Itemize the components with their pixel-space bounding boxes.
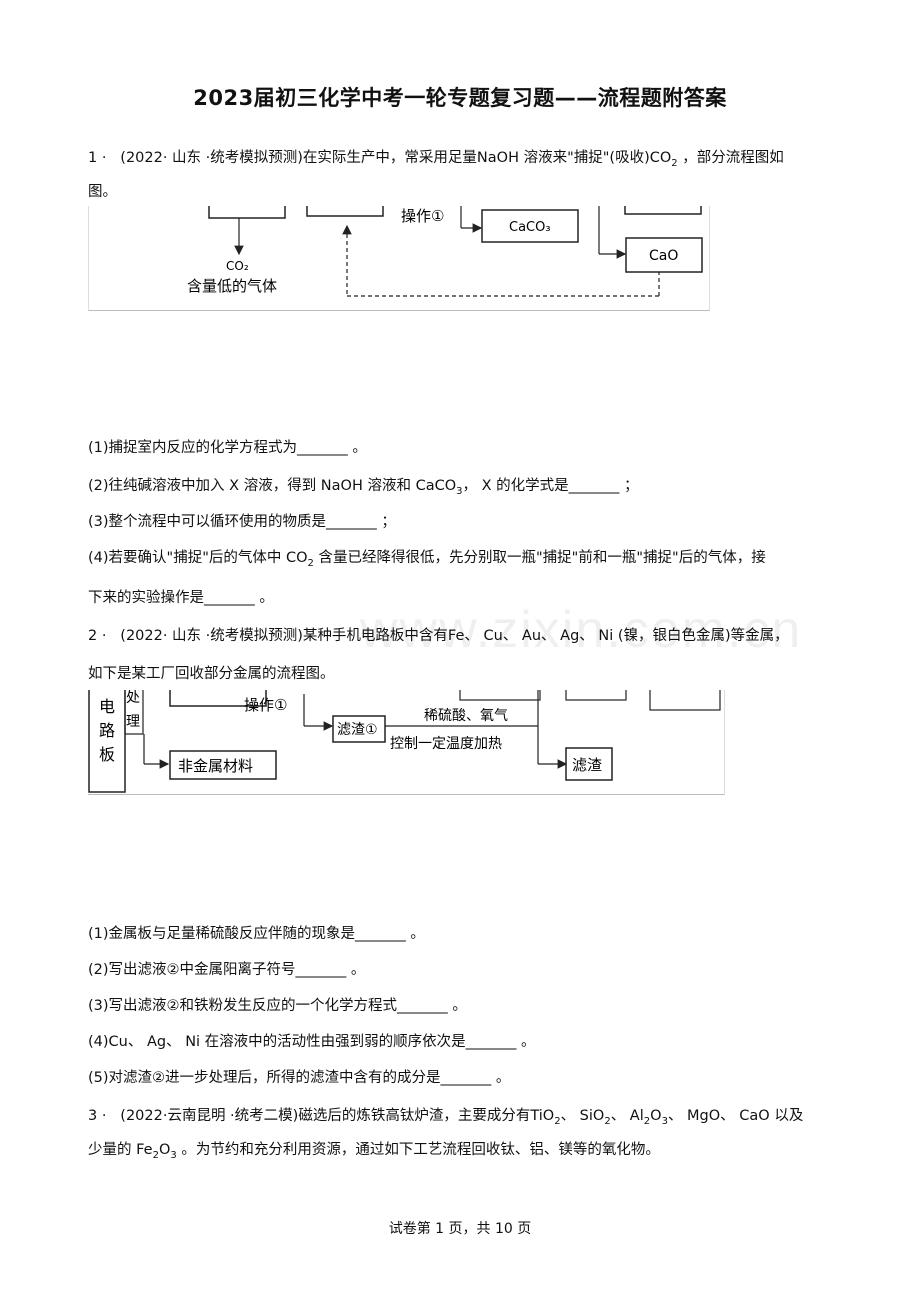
q2-sub5: (5)对滤渣②进一步处理后，所得的滤渣中含有的成分是_______ 。 xyxy=(88,1070,511,1086)
co2-label: CO₂ xyxy=(226,259,249,273)
solid-box xyxy=(649,690,721,711)
text: 、 SiO xyxy=(560,1108,605,1124)
residue-1-label: 滤渣① xyxy=(337,722,378,738)
subscript: 2 xyxy=(671,157,678,169)
text: O xyxy=(158,1142,171,1158)
text: 。为节约和充分利用资源，通过如下工艺流程回收钛、铝、镁等的氧化物。 xyxy=(176,1142,660,1158)
residue-1-box xyxy=(332,715,386,743)
q1-sub3: (3)整个流程中可以循环使用的物质是_______ ； xyxy=(88,514,396,530)
capture-chamber-box xyxy=(208,206,286,219)
text: (2)往纯碱溶液中加入 X 溶液，得到 NaOH 溶液和 CaCO xyxy=(88,478,457,494)
subscript: 2 xyxy=(643,1115,651,1127)
process-box xyxy=(124,690,144,735)
reagent-label: 稀硫酸、氧气 xyxy=(424,708,508,724)
text: 、 Al xyxy=(610,1108,644,1124)
metal-plate-box xyxy=(169,690,267,707)
watermark: www.zixin.com.cn xyxy=(360,601,803,659)
stem-text: (2022· 山东 ·统考模拟预测)某种手机电路板中含有Fe、 Cu、 Au、 … xyxy=(120,628,789,644)
subscript: 3 xyxy=(661,1115,668,1127)
question-2-stem-cont: 如下是某工厂回收部分金属的流程图。 xyxy=(88,666,335,682)
q1-sub1: (1)捕捉室内反应的化学方程式为_______ 。 xyxy=(88,440,367,456)
board-char-1: 电 xyxy=(99,697,115,716)
operation-1-label: 操作① xyxy=(401,207,444,225)
text: 、 MgO、 CaO 以及 xyxy=(667,1108,804,1124)
filtrate-box xyxy=(459,690,541,701)
q2-sub4: (4)Cu、 Ag、 Ni 在溶液中的活动性由强到弱的顺序依次是_______ … xyxy=(88,1034,536,1050)
question-number: 1 · xyxy=(88,150,107,166)
question-number: 2 · xyxy=(88,628,107,644)
stem-text: ，部分流程图如 xyxy=(677,150,784,166)
text: ， X 的化学式是_______ ； xyxy=(462,478,639,494)
subscript: 2 xyxy=(152,1149,159,1161)
question-3-stem-cont: 少量的 Fe2O3 。为节约和充分利用资源，通过如下工艺流程回收钛、铝、镁等的氧… xyxy=(88,1138,660,1161)
top-right-box xyxy=(624,206,702,215)
cao-label: CaO xyxy=(649,248,678,264)
non-metal-box xyxy=(169,750,277,780)
q1-sub4: (4)若要确认"捕捉"后的气体中 CO2 含量已经降得很低，先分别取一瓶"捕捉"… xyxy=(88,546,766,569)
filtrate-3-box xyxy=(565,690,627,701)
question-1-stem: 1 · (2022· 山东 ·统考模拟预测)在实际生产中，常采用足量NaOH 溶… xyxy=(88,144,836,206)
q2-sub2: (2)写出滤液②中金属阳离子符号_______ 。 xyxy=(88,962,366,978)
document-title: 2023届初三化学中考一轮专题复习题——流程题附答案 xyxy=(193,86,727,110)
flowchart-2-svg: 电 路 板 处 理 操作① 滤渣① 稀硫酸、氧气 控制一定温度加热 滤渣 非金属… xyxy=(88,690,721,793)
stem-text: 图。 xyxy=(88,183,117,200)
subscript: 2 xyxy=(307,557,314,569)
residue-2-label: 滤渣 xyxy=(572,756,602,774)
q2-sub3: (3)写出滤液②和铁粉发生反应的一个化学方程式_______ 。 xyxy=(88,998,467,1014)
cao-box xyxy=(625,237,703,273)
subscript: 2 xyxy=(554,1115,561,1127)
page-footer: 试卷第 1 页，共 10 页 xyxy=(388,1221,532,1237)
caco3-label: CaCO₃ xyxy=(509,220,551,235)
subscript: 3 xyxy=(170,1149,177,1161)
non-metal-label: 非金属材料 xyxy=(178,757,253,775)
q1-sub2: (2)往纯碱溶液中加入 X 溶液，得到 NaOH 溶液和 CaCO3， X 的化… xyxy=(88,474,639,497)
operation-1-label: 操作① xyxy=(244,696,287,714)
text: O xyxy=(650,1108,662,1124)
text: 含量已经降得很低，先分别取一瓶"捕捉"前和一瓶"捕捉"后的气体，接 xyxy=(313,550,766,566)
caco3-box xyxy=(481,209,579,243)
circuit-board-box xyxy=(88,690,126,793)
residue-2-box xyxy=(565,747,613,781)
reaction-box xyxy=(306,206,384,217)
q2-sub1: (1)金属板与足量稀硫酸反应伴随的现象是_______ 。 xyxy=(88,926,425,942)
condition-label: 控制一定温度加热 xyxy=(390,736,502,752)
question-number: 3 · xyxy=(88,1108,107,1124)
text: 少量的 Fe xyxy=(88,1142,153,1158)
q1-sub4-cont: 下来的实验操作是_______ 。 xyxy=(88,590,274,606)
flowchart-figure-2: 电 路 板 处 理 操作① 滤渣① 稀硫酸、氧气 控制一定温度加热 滤渣 非金属… xyxy=(88,690,725,795)
board-char-3: 板 xyxy=(99,745,115,764)
low-gas-label: 含量低的气体 xyxy=(187,277,277,295)
question-3-stem: 3 · (2022·云南昆明 ·统考二模)磁选后的炼铁高钛炉渣，主要成分有TiO… xyxy=(88,1104,803,1127)
process-char-1: 处 xyxy=(126,690,140,706)
question-2-stem: 2 · (2022· 山东 ·统考模拟预测)某种手机电路板中含有Fe、 Cu、 … xyxy=(88,624,789,645)
stem-text: (2022· 山东 ·统考模拟预测)在实际生产中，常采用足量NaOH 溶液来"捕… xyxy=(120,150,672,166)
flowchart-figure-1: CO₂ 含量低的气体 操作① CaCO₃ CaO xyxy=(88,206,710,311)
process-char-2: 理 xyxy=(126,714,140,730)
subscript: 3 xyxy=(456,485,463,497)
board-char-2: 路 xyxy=(99,721,115,740)
subscript: 2 xyxy=(604,1115,611,1127)
text: (4)若要确认"捕捉"后的气体中 CO xyxy=(88,550,308,566)
flowchart-1-svg: CO₂ 含量低的气体 操作① CaCO₃ CaO xyxy=(187,206,703,297)
text: (2022·云南昆明 ·统考二模)磁选后的炼铁高钛炉渣，主要成分有TiO xyxy=(120,1108,555,1124)
